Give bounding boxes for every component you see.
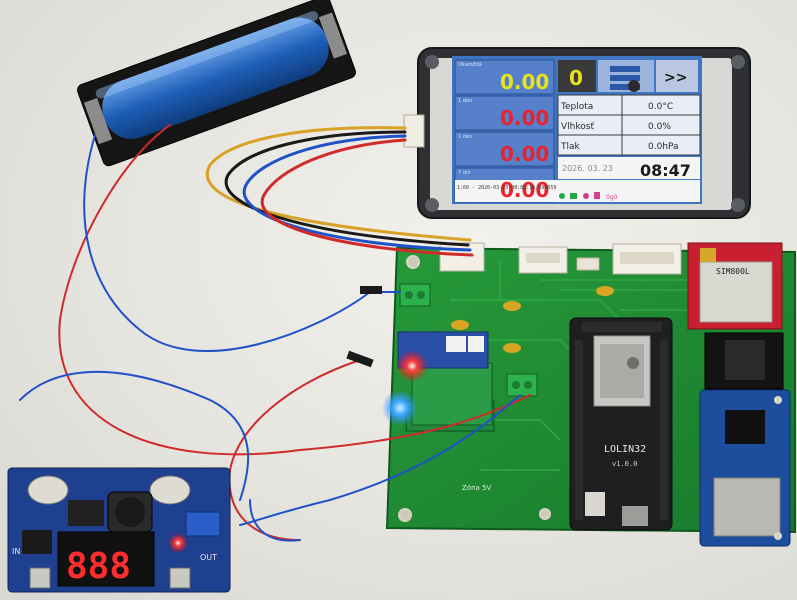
screw-terminals <box>399 283 538 397</box>
row-label-1: Okamžitá <box>458 61 482 68</box>
time-text: 08:47 <box>640 161 691 180</box>
lcd-screen <box>452 56 702 204</box>
esp32-label: LOLIN32 <box>604 444 646 455</box>
row-label-2: 1 den <box>458 98 472 104</box>
gsm-module <box>687 242 783 330</box>
blue-led <box>382 390 418 426</box>
value-day-2: 0.00 <box>500 142 549 166</box>
status-extra: 0g0 <box>606 194 618 201</box>
battery-holder <box>77 0 356 167</box>
sensor-value-humidity: 0.0% <box>648 122 671 132</box>
status-line: 1:60 - 2020-03-23 08:01:16.394659 <box>457 185 556 191</box>
sensor-name-temp: Teplota <box>560 102 593 112</box>
converter-led <box>168 533 188 553</box>
value-day-1: 0.00 <box>500 106 549 130</box>
sensor-name-pressure: Tlak <box>560 142 581 152</box>
row-label-3: 1 den <box>458 134 472 140</box>
red-led <box>396 350 428 382</box>
row-label-4: 7 dní <box>458 169 471 176</box>
wire-plug-1 <box>360 286 382 294</box>
status-icons <box>559 192 600 199</box>
next-button[interactable]: >> <box>664 70 687 86</box>
gsm-label: SIM800L <box>716 267 750 276</box>
buck-converter <box>7 467 231 593</box>
sensor-value-pressure: 0.0hPa <box>648 142 679 152</box>
sensor-name-humidity: Vlhkosť <box>561 122 594 132</box>
date-text: 2026. 03. 23 <box>562 164 613 173</box>
esp32-board <box>569 317 673 531</box>
sim-holder-inner <box>725 340 765 380</box>
capacitors <box>451 286 614 353</box>
value-now: 0.00 <box>500 70 549 94</box>
zone-label: Zóna 5V <box>462 484 491 492</box>
esp32-version: v1.0.0 <box>612 460 637 468</box>
jst-connectors <box>439 242 682 275</box>
converter-in-label: IN <box>12 547 20 556</box>
counter-value: 0 <box>569 66 583 90</box>
converter-digits: 888 <box>66 546 131 587</box>
wires <box>19 124 531 542</box>
sd-card-module <box>699 389 791 547</box>
wire-plug-2 <box>346 350 374 368</box>
sensor-value-temp: 0.0°C <box>648 102 673 112</box>
value-week: 0.00 <box>500 178 549 202</box>
converter-out-label: OUT <box>200 553 217 562</box>
